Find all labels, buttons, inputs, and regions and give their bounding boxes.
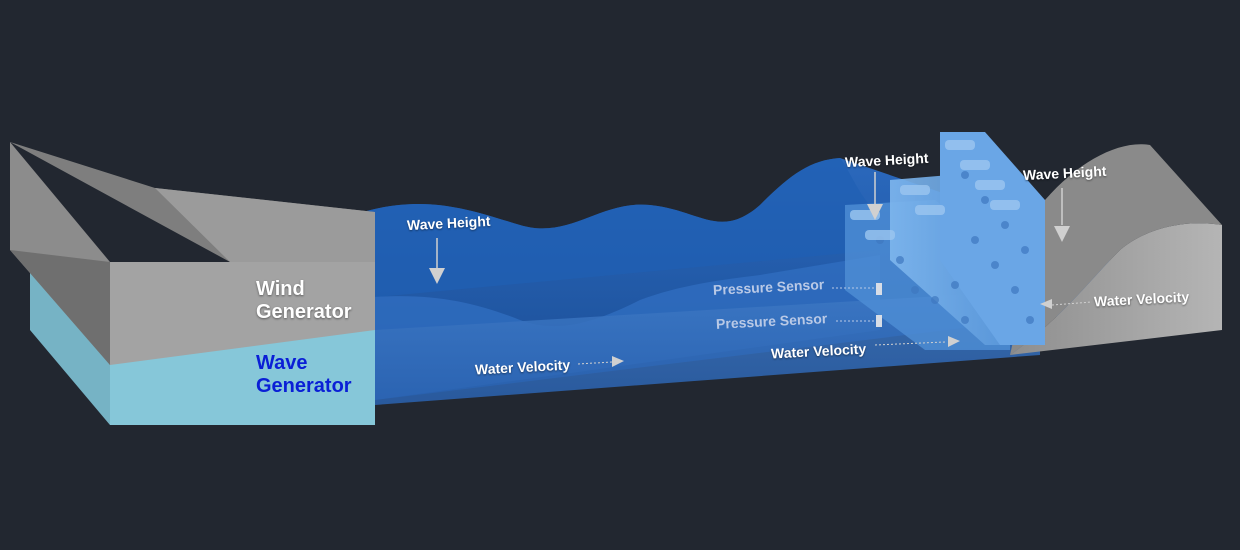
beach-slope xyxy=(1010,223,1222,355)
wave-height-arrow-left xyxy=(429,238,445,284)
wave-generator-label-line2: Generator xyxy=(256,375,352,397)
wind-generator-label: Wind Generator xyxy=(256,278,352,324)
pressure-sensor-marker-2 xyxy=(876,315,882,327)
water-velocity-arrow-mid xyxy=(874,336,960,347)
tank-front-wall xyxy=(375,290,1040,405)
pressure-sensor-marker-1 xyxy=(876,283,882,295)
wave-generator-label-line1: Wave xyxy=(256,352,308,374)
water-velocity-arrow-left xyxy=(577,356,624,367)
wave-crest xyxy=(345,158,880,300)
breakwater-structure xyxy=(845,132,1045,350)
wave-height-arrow-right xyxy=(1054,188,1070,242)
beach-top xyxy=(1010,144,1222,355)
wind-generator-front xyxy=(110,262,375,365)
water-velocity-arrow-right xyxy=(1040,299,1093,309)
wind-generator-label-line2: Generator xyxy=(256,301,352,323)
wave-generator-label: Wave Generator xyxy=(256,352,352,398)
wind-generator-cap xyxy=(155,188,375,262)
wave-height-arrow-mid xyxy=(867,172,883,220)
wind-generator-label-line1: Wind xyxy=(256,278,305,300)
